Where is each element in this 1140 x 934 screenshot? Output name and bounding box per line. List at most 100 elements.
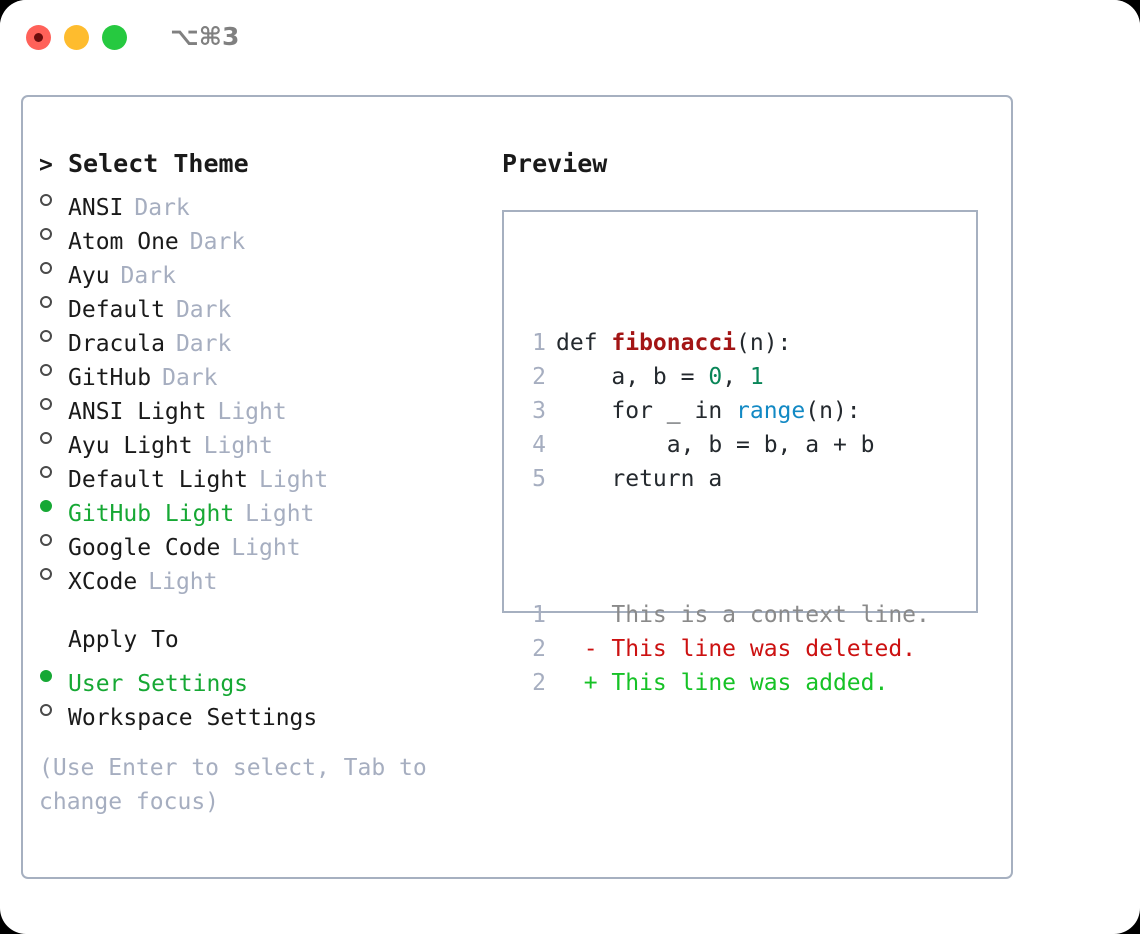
preview-heading: Preview [502, 149, 608, 178]
theme-variant-tag: Light [231, 535, 301, 561]
line-number: 2 [532, 670, 546, 696]
radio-unselected-icon[interactable] [39, 351, 68, 385]
theme-variant-tag: Dark [162, 365, 218, 391]
line-number: 4 [532, 432, 546, 458]
apply-to-name: User Settings [68, 671, 249, 697]
minimize-button-icon[interactable] [64, 25, 89, 50]
radio-unselected-icon[interactable] [39, 453, 68, 487]
apply-to-header: Apply To [39, 623, 479, 657]
code-token: 0 [708, 364, 723, 390]
theme-list-item[interactable]: GitHub Dark [39, 351, 479, 391]
code-token: (n): [805, 398, 861, 424]
diff-line: 2 - This line was deleted. [520, 632, 930, 666]
code-token: for _ in [556, 398, 737, 424]
code-token: range [736, 398, 806, 424]
diff-text: This is a context line. [556, 602, 930, 628]
theme-name: Ayu [68, 263, 110, 289]
radio-unselected-icon[interactable] [39, 691, 68, 725]
theme-list-item[interactable]: ANSI Dark [39, 181, 479, 221]
theme-variant-tag: Light [148, 569, 218, 595]
radio-unselected-icon[interactable] [39, 385, 68, 419]
theme-variant-tag: Dark [175, 331, 232, 357]
theme-list-item[interactable]: XCode Light [39, 555, 479, 595]
theme-list-item[interactable]: Default Light Light [39, 453, 479, 493]
theme-name: XCode [68, 569, 138, 595]
theme-name: ANSI [68, 195, 124, 221]
code-text: return a [556, 462, 722, 496]
code-line: 4 a, b = b, a + b [520, 428, 930, 462]
radio-unselected-icon[interactable] [39, 555, 68, 589]
theme-name: Default Light [68, 467, 249, 493]
line-number: 2 [532, 364, 546, 390]
radio-unselected-icon[interactable] [39, 181, 68, 215]
code-text: def fibonacci(n): [556, 326, 791, 360]
code-token: def [556, 330, 612, 356]
diff-block: 1 This is a context line.2 - This line w… [520, 598, 930, 700]
theme-list-item[interactable]: Google Code Light [39, 521, 479, 561]
diff-line: 2 + This line was added. [520, 666, 930, 700]
diff-text: + This line was added. [556, 670, 889, 696]
radio-unselected-icon[interactable] [39, 249, 68, 283]
radio-selected-icon[interactable] [39, 487, 68, 521]
select-theme-header: > Select Theme [39, 147, 479, 181]
code-line: 2 a, b = 0, 1 [520, 360, 930, 394]
radio-unselected-icon[interactable] [39, 419, 68, 453]
theme-variant-tag: Light [259, 467, 329, 493]
theme-list-item[interactable]: Ayu Dark [39, 249, 479, 289]
theme-list-item[interactable]: Atom One Dark [39, 215, 479, 255]
traffic-lights [26, 25, 127, 50]
theme-list-item[interactable]: Dracula Dark [39, 317, 479, 357]
keyboard-hint-text: (Use Enter to select, Tab to change focu… [39, 755, 427, 815]
radio-unselected-icon[interactable] [39, 283, 68, 317]
code-token: a, b = [556, 364, 709, 390]
radio-unselected-icon[interactable] [39, 215, 68, 249]
title-bar: ⌥⌘3 [0, 0, 1140, 78]
theme-name: Google Code [68, 535, 221, 561]
radio-unselected-icon[interactable] [39, 521, 68, 555]
code-token: fibonacci [611, 330, 737, 356]
code-text: for _ in range(n): [556, 394, 861, 428]
theme-name: Atom One [68, 229, 179, 255]
theme-name: Ayu Light [68, 433, 193, 459]
apply-to-title: Apply To [68, 627, 179, 653]
theme-variant-tag: Dark [189, 229, 246, 255]
line-number: 5 [532, 466, 546, 492]
code-token: a, b = b, a + b [556, 432, 875, 458]
code-token: 1 [749, 364, 764, 390]
line-number: 1 [532, 602, 546, 628]
select-theme-title: Select Theme [68, 149, 249, 178]
theme-list-item[interactable]: Default Dark [39, 283, 479, 323]
code-line: 3 for _ in range(n): [520, 394, 930, 428]
apply-to-name: Workspace Settings [68, 705, 318, 731]
apply-to-item[interactable]: Workspace Settings [39, 691, 479, 731]
theme-variant-tag: Dark [175, 297, 232, 323]
theme-variant-tag: Dark [134, 195, 190, 221]
radio-selected-icon[interactable] [39, 657, 68, 691]
close-button-icon[interactable] [26, 25, 51, 50]
line-number: 2 [532, 636, 546, 662]
theme-name: GitHub [68, 365, 152, 391]
theme-name: Dracula [68, 331, 165, 357]
line-number: 3 [532, 398, 546, 424]
theme-name: Default [68, 297, 165, 323]
code-token: , [722, 364, 750, 390]
diff-line: 1 This is a context line. [520, 598, 930, 632]
diff-text: - This line was deleted. [556, 636, 917, 662]
theme-variant-tag: Light [245, 501, 315, 527]
line-number: 1 [532, 330, 546, 356]
apply-to-item[interactable]: User Settings [39, 657, 479, 697]
zoom-button-icon[interactable] [102, 25, 127, 50]
radio-unselected-icon[interactable] [39, 317, 68, 351]
code-line: 1 def fibonacci(n): [520, 326, 930, 360]
theme-variant-tag: Dark [120, 263, 176, 289]
